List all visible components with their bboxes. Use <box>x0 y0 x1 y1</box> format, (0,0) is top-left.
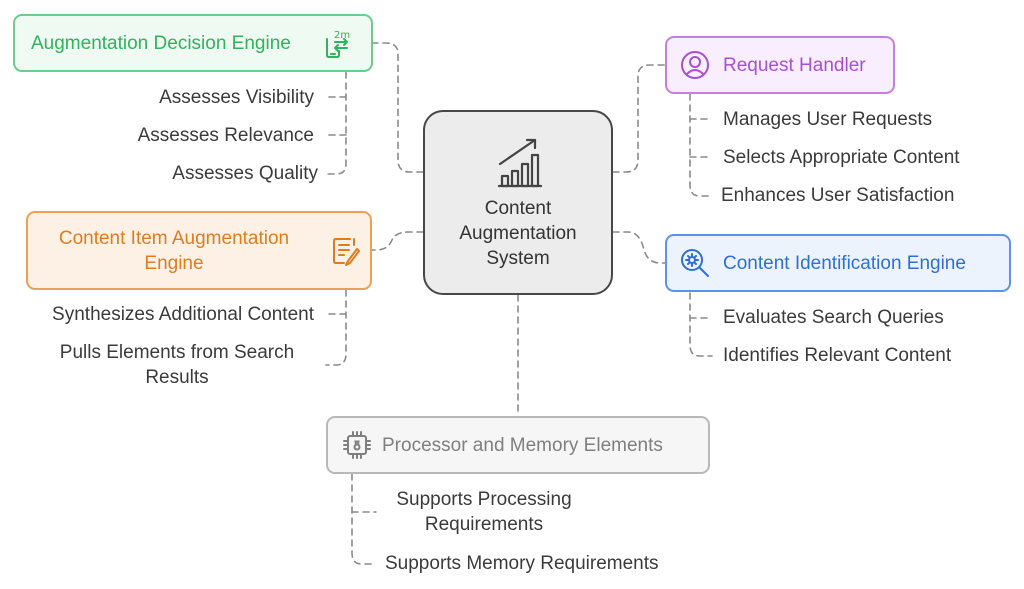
content-item-augmentation-engine-node[interactable]: Content Item Augmentation Engine <box>26 211 372 290</box>
link-center-itemaug <box>371 231 424 251</box>
list-item: Pulls Elements from Search Results <box>40 340 314 390</box>
link-center-decision <box>372 42 424 173</box>
user-circle-icon <box>681 51 709 79</box>
content-item-augmentation-engine-label: Content Item Augmentation Engine <box>36 226 312 276</box>
supports-processing-line2: Requirements <box>424 514 544 535</box>
center-title-line3: System <box>486 248 550 269</box>
chip-icon <box>343 431 371 459</box>
center-title-line1: Content <box>484 198 552 219</box>
link-center-identification <box>612 231 666 264</box>
processor-memory-elements-label: Processor and Memory Elements <box>382 434 663 456</box>
list-item: Supports Processing Requirements <box>384 487 584 537</box>
list-item: Selects Appropriate Content <box>723 147 960 168</box>
content-item-augmentation-label-line2: Engine <box>144 252 204 274</box>
list-item: Synthesizes Additional Content <box>52 304 314 325</box>
request-handler-node[interactable]: Request Handler <box>665 36 895 94</box>
supports-processing-line1: Supports Processing <box>396 489 572 510</box>
link-request-children <box>689 93 713 197</box>
pulls-elements-line2: Results <box>145 367 209 388</box>
link-identification-children <box>689 292 713 357</box>
augmentation-decision-engine-node[interactable]: Augmentation Decision Engine 2m <box>13 14 373 72</box>
document-edit-icon <box>333 237 360 266</box>
link-center-request <box>612 64 666 173</box>
list-item: Evaluates Search Queries <box>723 307 944 328</box>
link-processor-children <box>351 473 377 565</box>
list-item: Assesses Visibility <box>159 87 314 108</box>
request-handler-label: Request Handler <box>723 54 866 76</box>
processor-memory-elements-node[interactable]: Processor and Memory Elements <box>326 416 710 474</box>
phone-sync-icon: 2m <box>326 30 350 58</box>
pulls-elements-line1: Pulls Elements from Search <box>59 342 295 363</box>
list-item: Assesses Quality <box>172 163 318 184</box>
content-item-augmentation-label-line1: Content Item Augmentation <box>58 227 290 249</box>
link-decision-children <box>325 71 347 175</box>
center-title: Content Augmentation System <box>425 196 611 271</box>
link-itemaug-children <box>325 289 347 366</box>
list-item: Supports Memory Requirements <box>385 553 659 574</box>
search-gear-icon <box>681 249 709 277</box>
chart-growth-icon <box>497 138 543 188</box>
augmentation-decision-engine-label: Augmentation Decision Engine <box>31 32 291 54</box>
svg-text:2m: 2m <box>334 30 350 41</box>
center-node[interactable]: Content Augmentation System <box>423 110 613 295</box>
content-identification-engine-label: Content Identification Engine <box>723 252 966 274</box>
list-item: Identifies Relevant Content <box>723 345 952 366</box>
list-item: Assesses Relevance <box>137 125 314 146</box>
center-title-line2: Augmentation <box>459 223 577 244</box>
list-item: Manages User Requests <box>723 109 933 130</box>
list-item: Enhances User Satisfaction <box>721 185 955 206</box>
content-identification-engine-node[interactable]: Content Identification Engine <box>665 234 1011 292</box>
